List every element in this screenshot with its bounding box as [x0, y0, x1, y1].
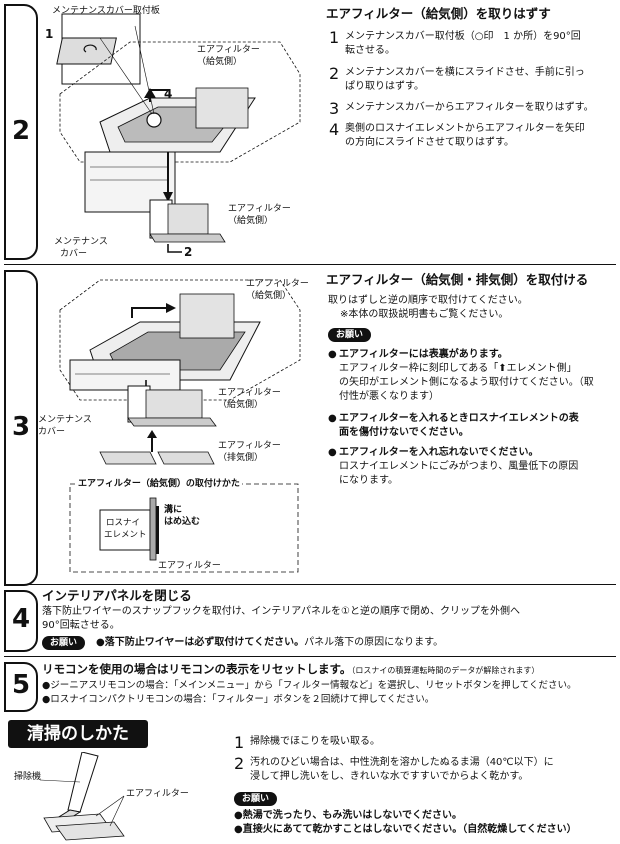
label-element-2: エレメント	[104, 530, 147, 540]
section-heading: エアフィルター（給気側・排気側）を取付ける	[326, 272, 589, 287]
bullet-dot: ●	[328, 413, 337, 424]
detail-title: エアフィルター（給気側）の取付けかた	[76, 478, 242, 491]
label-filter-exhaust-side: （排気側）	[218, 453, 264, 463]
step-number: 3	[11, 412, 31, 442]
step-tab-3: 3	[4, 270, 38, 586]
section-heading: インテリアパネルを閉じる	[42, 588, 192, 603]
label-filter-mid-side: （給気側）	[218, 400, 264, 410]
step-item-number: 1	[234, 733, 245, 752]
label-step-4: 4	[164, 87, 173, 101]
step-item-text: 浸して押し洗いをし、きれいな水ですすいでからよく乾かす。	[250, 771, 529, 782]
step-item-text: 転させる。	[345, 45, 395, 56]
notice-text: の矢印がエレメント側になるよう取付けてください。（取	[339, 377, 594, 388]
label-filter-top: エアフィルター	[246, 279, 309, 289]
bullet-dot: ●	[328, 349, 337, 360]
label-filter-supply-lower: エアフィルター	[228, 204, 291, 214]
label-filter-supply: エアフィルター	[197, 45, 260, 55]
label-vacuum: 掃除機	[14, 772, 42, 782]
step-item-text: 汚れのひどい場合は、中性洗剤を溶かしたぬるま湯（40℃以下）に	[250, 757, 554, 768]
step-item-text: ぱり取りはずす。	[345, 81, 424, 92]
step-item-text: 掃除機でほこりを吸い取る。	[250, 736, 380, 747]
notice-badge: お願い	[42, 636, 86, 651]
label-filter-mid: エアフィルター	[218, 388, 281, 398]
section-divider	[4, 656, 616, 657]
step-item-text: 奥側のロスナイエレメントからエアフィルターを矢印	[345, 123, 585, 134]
cleaning-title: 清掃のしかた	[8, 720, 148, 748]
body-text: 落下防止ワイヤーのスナップフックを取付け、インテリアパネルを①と逆の順序で閉め、…	[42, 606, 520, 617]
step-number: 4	[11, 604, 31, 634]
notice-bold: エアフィルターを入れるときロスナイエレメントの表	[339, 413, 579, 424]
step-tab-5: 5	[4, 662, 38, 712]
label-groove: 溝に	[164, 505, 183, 515]
notice-text: になります。	[339, 475, 398, 486]
section-heading: リモコンを使用の場合はリモコンの表示をリセットします。	[42, 662, 352, 676]
step-number: 5	[11, 670, 31, 700]
label-maintenance-cover-2: カバー	[38, 427, 66, 437]
body-text: ●ジーニアスリモコンの場合：「メインメニュー」から「フィルター情報など」を選択し…	[42, 680, 577, 691]
notice-rest: パネル落下の原因になります。	[304, 637, 444, 648]
body-text: 90°回転させる。	[42, 620, 120, 631]
step-item-number: 3	[329, 99, 340, 118]
label-groove-2: はめ込む	[164, 517, 201, 527]
step-item-number: 4	[329, 120, 340, 139]
section-heading: エアフィルター（給気側）を取りはずす	[326, 6, 551, 21]
step-tab-2: 2	[4, 4, 38, 260]
section-divider	[4, 264, 616, 265]
label-step-1: 1	[45, 27, 54, 41]
section-divider	[4, 584, 616, 585]
heading-note: （ロスナイの積算運転時間のデータが解除されます）	[351, 666, 540, 675]
notice-bold: 面を傷付けないでください。	[339, 427, 469, 438]
label-maintenance-cover: メンテナンス	[38, 415, 92, 425]
label-filter-supply-side: （給気側）	[197, 57, 243, 67]
notice-text: ●直接火にあてて乾かすことはしないでください。（自然乾燥してください）	[234, 824, 577, 835]
step-item-number: 2	[329, 64, 340, 83]
intro-text: 取りはずしと逆の順序で取付けてください。	[328, 295, 528, 306]
notice-badge: お願い	[328, 328, 372, 343]
step-item-number: 2	[234, 754, 245, 773]
notice-text: 付性が悪くなります）	[339, 391, 439, 402]
section-heading-row: リモコンを使用の場合はリモコンの表示をリセットします。（ロスナイの積算運転時間の…	[42, 662, 539, 678]
filter-removal-diagram	[56, 13, 301, 253]
step-number: 2	[11, 116, 31, 146]
notice-text: ●落下防止ワイヤーは必ず取付けてください。パネル落下の原因になります。	[96, 636, 443, 650]
notice-text: ●熱湯で洗ったり、もみ洗いはしないでください。	[234, 810, 463, 821]
step-item-text: メンテナンスカバーを横にスライドさせ、手前に引っ	[345, 67, 585, 78]
step-item-text: メンテナンスカバーからエアフィルターを取りはずす。	[345, 102, 594, 113]
notice-text: エアフィルター枠に刻印してある「⬆エレメント側」	[339, 363, 577, 374]
notice-badge: お願い	[234, 792, 278, 807]
label-maintenance-cover-2: カバー	[60, 249, 88, 259]
label-maintenance-cover: メンテナンス	[54, 237, 108, 247]
cleaning-diagram	[39, 752, 125, 841]
bullet-dot: ●	[328, 447, 337, 458]
step-tab-4: 4	[4, 590, 38, 652]
label-detail-filter: エアフィルター	[158, 561, 221, 571]
label-element: ロスナイ	[106, 518, 141, 528]
intro-note: ※本体の取扱説明書もご覧ください。	[340, 309, 509, 320]
label-filter-top-side: （給気側）	[246, 291, 292, 301]
step-item-text: メンテナンスカバー取付板（○印 1 か所）を90°回	[345, 31, 581, 42]
label-filter-exhaust: エアフィルター	[218, 441, 281, 451]
label-cover-plate: メンテナンスカバー取付板	[52, 6, 160, 16]
notice-bold: ●落下防止ワイヤーは必ず取付けてください。	[96, 637, 305, 648]
step-item-text: の方向にスライドさせて取りはずす。	[345, 137, 514, 148]
filter-install-diagram	[59, 279, 301, 573]
notice-bold: エアフィルターを入れ忘れないでください。	[339, 447, 539, 458]
notice-text: ロスナイエレメントにごみがつまり、風量低下の原因	[339, 461, 579, 472]
label-air-filter: エアフィルター	[126, 789, 189, 799]
body-text: ●ロスナイコンパクトリモコンの場合：「フィルター」ボタンを２回続けて押してくださ…	[42, 694, 435, 705]
notice-bold: エアフィルターには表裏があります。	[339, 349, 508, 360]
label-step-2: 2	[184, 245, 193, 259]
label-filter-supply-lower-side: （給気側）	[228, 216, 274, 226]
step-item-number: 1	[329, 28, 340, 47]
